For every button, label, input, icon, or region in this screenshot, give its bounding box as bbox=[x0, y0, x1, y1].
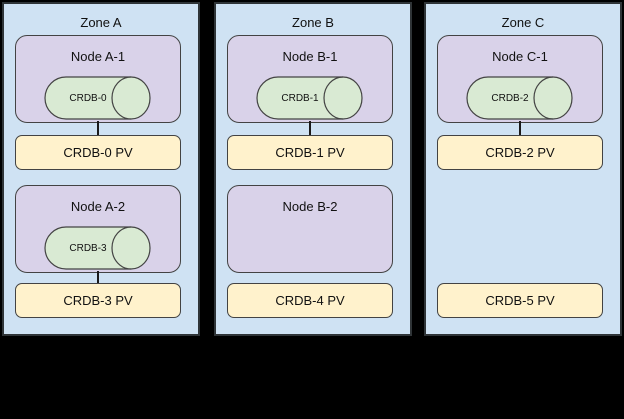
pv-crdb-3: CRDB-3 PV bbox=[15, 283, 181, 318]
node-a-1: Node A-1 CRDB-0 bbox=[15, 35, 181, 123]
zone-a-label: Zone A bbox=[80, 15, 122, 30]
node-a-1-label: Node A-1 bbox=[70, 49, 126, 64]
pod-to-pv-connector bbox=[519, 121, 521, 135]
pod-crdb-1: CRDB-1 bbox=[255, 76, 365, 120]
cylinder-icon bbox=[44, 76, 151, 120]
pod-crdb-0-label: CRDB-0 bbox=[69, 92, 107, 104]
node-c-1: Node C-1 CRDB-2 bbox=[437, 35, 603, 123]
pv-crdb-4: CRDB-4 PV bbox=[227, 283, 393, 318]
zone-c-label: Zone C bbox=[501, 15, 545, 30]
zone-a: Zone A Node A-1 CRDB-0 CRDB-0 PV Node A-… bbox=[2, 2, 200, 336]
pod-crdb-0: CRDB-0 bbox=[43, 76, 153, 120]
pod-crdb-2: CRDB-2 bbox=[465, 76, 575, 120]
node-a-2-label: Node A-2 bbox=[70, 199, 126, 214]
zone-b: Zone B Node B-1 CRDB-1 CRDB-1 PV Node B-… bbox=[214, 2, 412, 336]
cylinder-icon bbox=[256, 76, 363, 120]
pod-to-pv-connector bbox=[97, 271, 99, 283]
pv-crdb-0: CRDB-0 PV bbox=[15, 135, 181, 170]
node-c-1-label: Node C-1 bbox=[492, 49, 548, 64]
pod-crdb-1-label: CRDB-1 bbox=[281, 92, 319, 104]
pod-to-pv-connector bbox=[97, 121, 99, 135]
node-b-2-label: Node B-2 bbox=[282, 199, 338, 214]
pod-crdb-3: CRDB-3 bbox=[43, 226, 153, 270]
node-b-1: Node B-1 CRDB-1 bbox=[227, 35, 393, 123]
zone-b-label: Zone B bbox=[292, 15, 334, 30]
cylinder-icon bbox=[466, 76, 573, 120]
node-b-2: Node B-2 bbox=[227, 185, 393, 273]
cylinder-icon bbox=[44, 226, 151, 270]
zone-c: Zone C Node C-1 CRDB-2 CRDB-2 PV CRDB-5 … bbox=[424, 2, 622, 336]
pv-crdb-5: CRDB-5 PV bbox=[437, 283, 603, 318]
pod-to-pv-connector bbox=[309, 121, 311, 135]
node-a-2: Node A-2 CRDB-3 bbox=[15, 185, 181, 273]
pod-crdb-2-label: CRDB-2 bbox=[491, 92, 529, 104]
pv-crdb-1: CRDB-1 PV bbox=[227, 135, 393, 170]
pod-crdb-3-label: CRDB-3 bbox=[69, 242, 107, 254]
pv-crdb-2: CRDB-2 PV bbox=[437, 135, 603, 170]
node-b-1-label: Node B-1 bbox=[282, 49, 338, 64]
